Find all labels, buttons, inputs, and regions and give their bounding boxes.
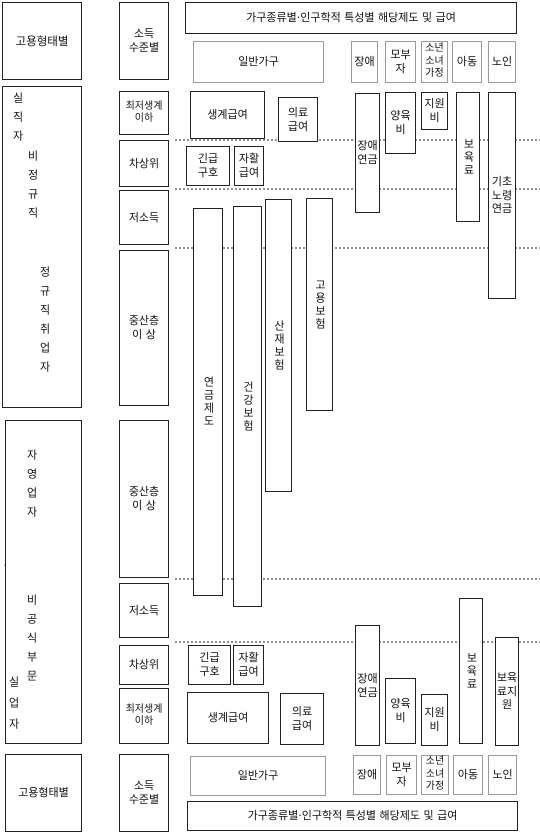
footer-category-single-parent: 모부 자 — [386, 755, 417, 795]
employment-group-top — [2, 86, 82, 408]
program-bottom-livelihood: 생계급여 — [187, 692, 269, 744]
dotted-separators — [175, 139, 540, 643]
program-pension: 연금제도 — [193, 208, 223, 596]
program-bottom-medical: 의료 급여 — [280, 693, 324, 745]
header-category-disability: 장애 — [351, 41, 378, 83]
program-industrial-insurance: 산재보험 — [265, 199, 292, 492]
program-bottom-childcare-fee: 보육료 — [459, 598, 483, 744]
program-bottom-emergency: 긴급 구호 — [188, 645, 231, 685]
header-category-elderly: 노인 — [488, 41, 516, 83]
footer-category-elderly: 노인 — [488, 755, 517, 795]
header-category-child-household: 소년 소녀 가정 — [421, 41, 448, 83]
label-unemployed: 실직자 — [11, 92, 24, 149]
income-bottom-near-poor: 차상위 — [119, 645, 169, 685]
label-regular: 정규직취업자 — [38, 266, 51, 380]
program-top-basic-pension: 기초 노령 연금 — [488, 92, 516, 299]
header-general-household: 일반가구 — [193, 41, 324, 83]
program-bottom-childcare-support: 보육 료지 원 — [495, 637, 519, 746]
program-top-disability-pension: 장애 연금 — [355, 93, 380, 213]
header-category-child: 아동 — [452, 41, 482, 83]
program-top-medical: 의료 급여 — [278, 97, 318, 142]
footer-category-child-household: 소년 소녀 가정 — [421, 755, 449, 795]
header-income-level: 소득 수준별 — [119, 2, 169, 80]
label-unemployed-bottom: 실업자 — [7, 676, 20, 739]
income-bottom-low: 저소득 — [119, 583, 169, 638]
program-bottom-self-support: 자활 급여 — [233, 645, 264, 685]
header-category-single-parent: 모부 자 — [385, 41, 416, 83]
program-bottom-disability-pension: 장애 연금 — [355, 625, 380, 746]
footer-general-household: 일반가구 — [190, 756, 326, 796]
program-health-insurance: 건강보험 — [233, 206, 262, 607]
income-bottom-middle: 중산층 이 상 — [119, 420, 169, 578]
footer-household-title: 가구종류별·인구학적 특성별 해당제도 및 급여 — [187, 801, 518, 831]
label-irregular: 비정규직 — [26, 150, 39, 226]
program-bottom-support: 지원 비 — [421, 694, 448, 746]
footer-income-level: 소득 수준별 — [119, 754, 169, 832]
income-bottom-lowest: 최저생계 이하 — [119, 688, 169, 744]
income-top-lowest: 최저생계 이하 — [119, 91, 169, 135]
program-top-emergency: 긴급 구호 — [186, 146, 230, 186]
program-top-support: 지원 비 — [421, 92, 448, 130]
income-top-near-poor: 차상위 — [119, 140, 169, 187]
program-top-child-support: 양육 비 — [385, 92, 416, 154]
program-employment-insurance: 고용보험 — [306, 198, 333, 411]
footer-category-disability: 장애 — [353, 755, 381, 795]
header-household-title: 가구종류별·인구학적 특성별 해당제도 및 급여 — [185, 2, 517, 34]
employment-group-bottom — [5, 420, 82, 744]
footer-employment-type: 고용형태별 — [5, 754, 82, 832]
label-self-employed: 자영업자 — [25, 449, 38, 525]
program-top-livelihood: 생계급여 — [190, 91, 265, 139]
program-top-self-support: 자활 급여 — [234, 146, 264, 186]
program-bottom-child-support: 양육 비 — [385, 678, 416, 744]
program-top-childcare-fee: 보육료 — [456, 92, 480, 222]
income-top-low: 저소득 — [119, 190, 169, 245]
income-top-middle: 중산층 이 상 — [119, 250, 169, 406]
footer-category-child: 아동 — [453, 755, 483, 795]
label-informal: 비공식부문 — [25, 594, 38, 689]
header-employment-type: 고용형태별 — [2, 2, 82, 80]
